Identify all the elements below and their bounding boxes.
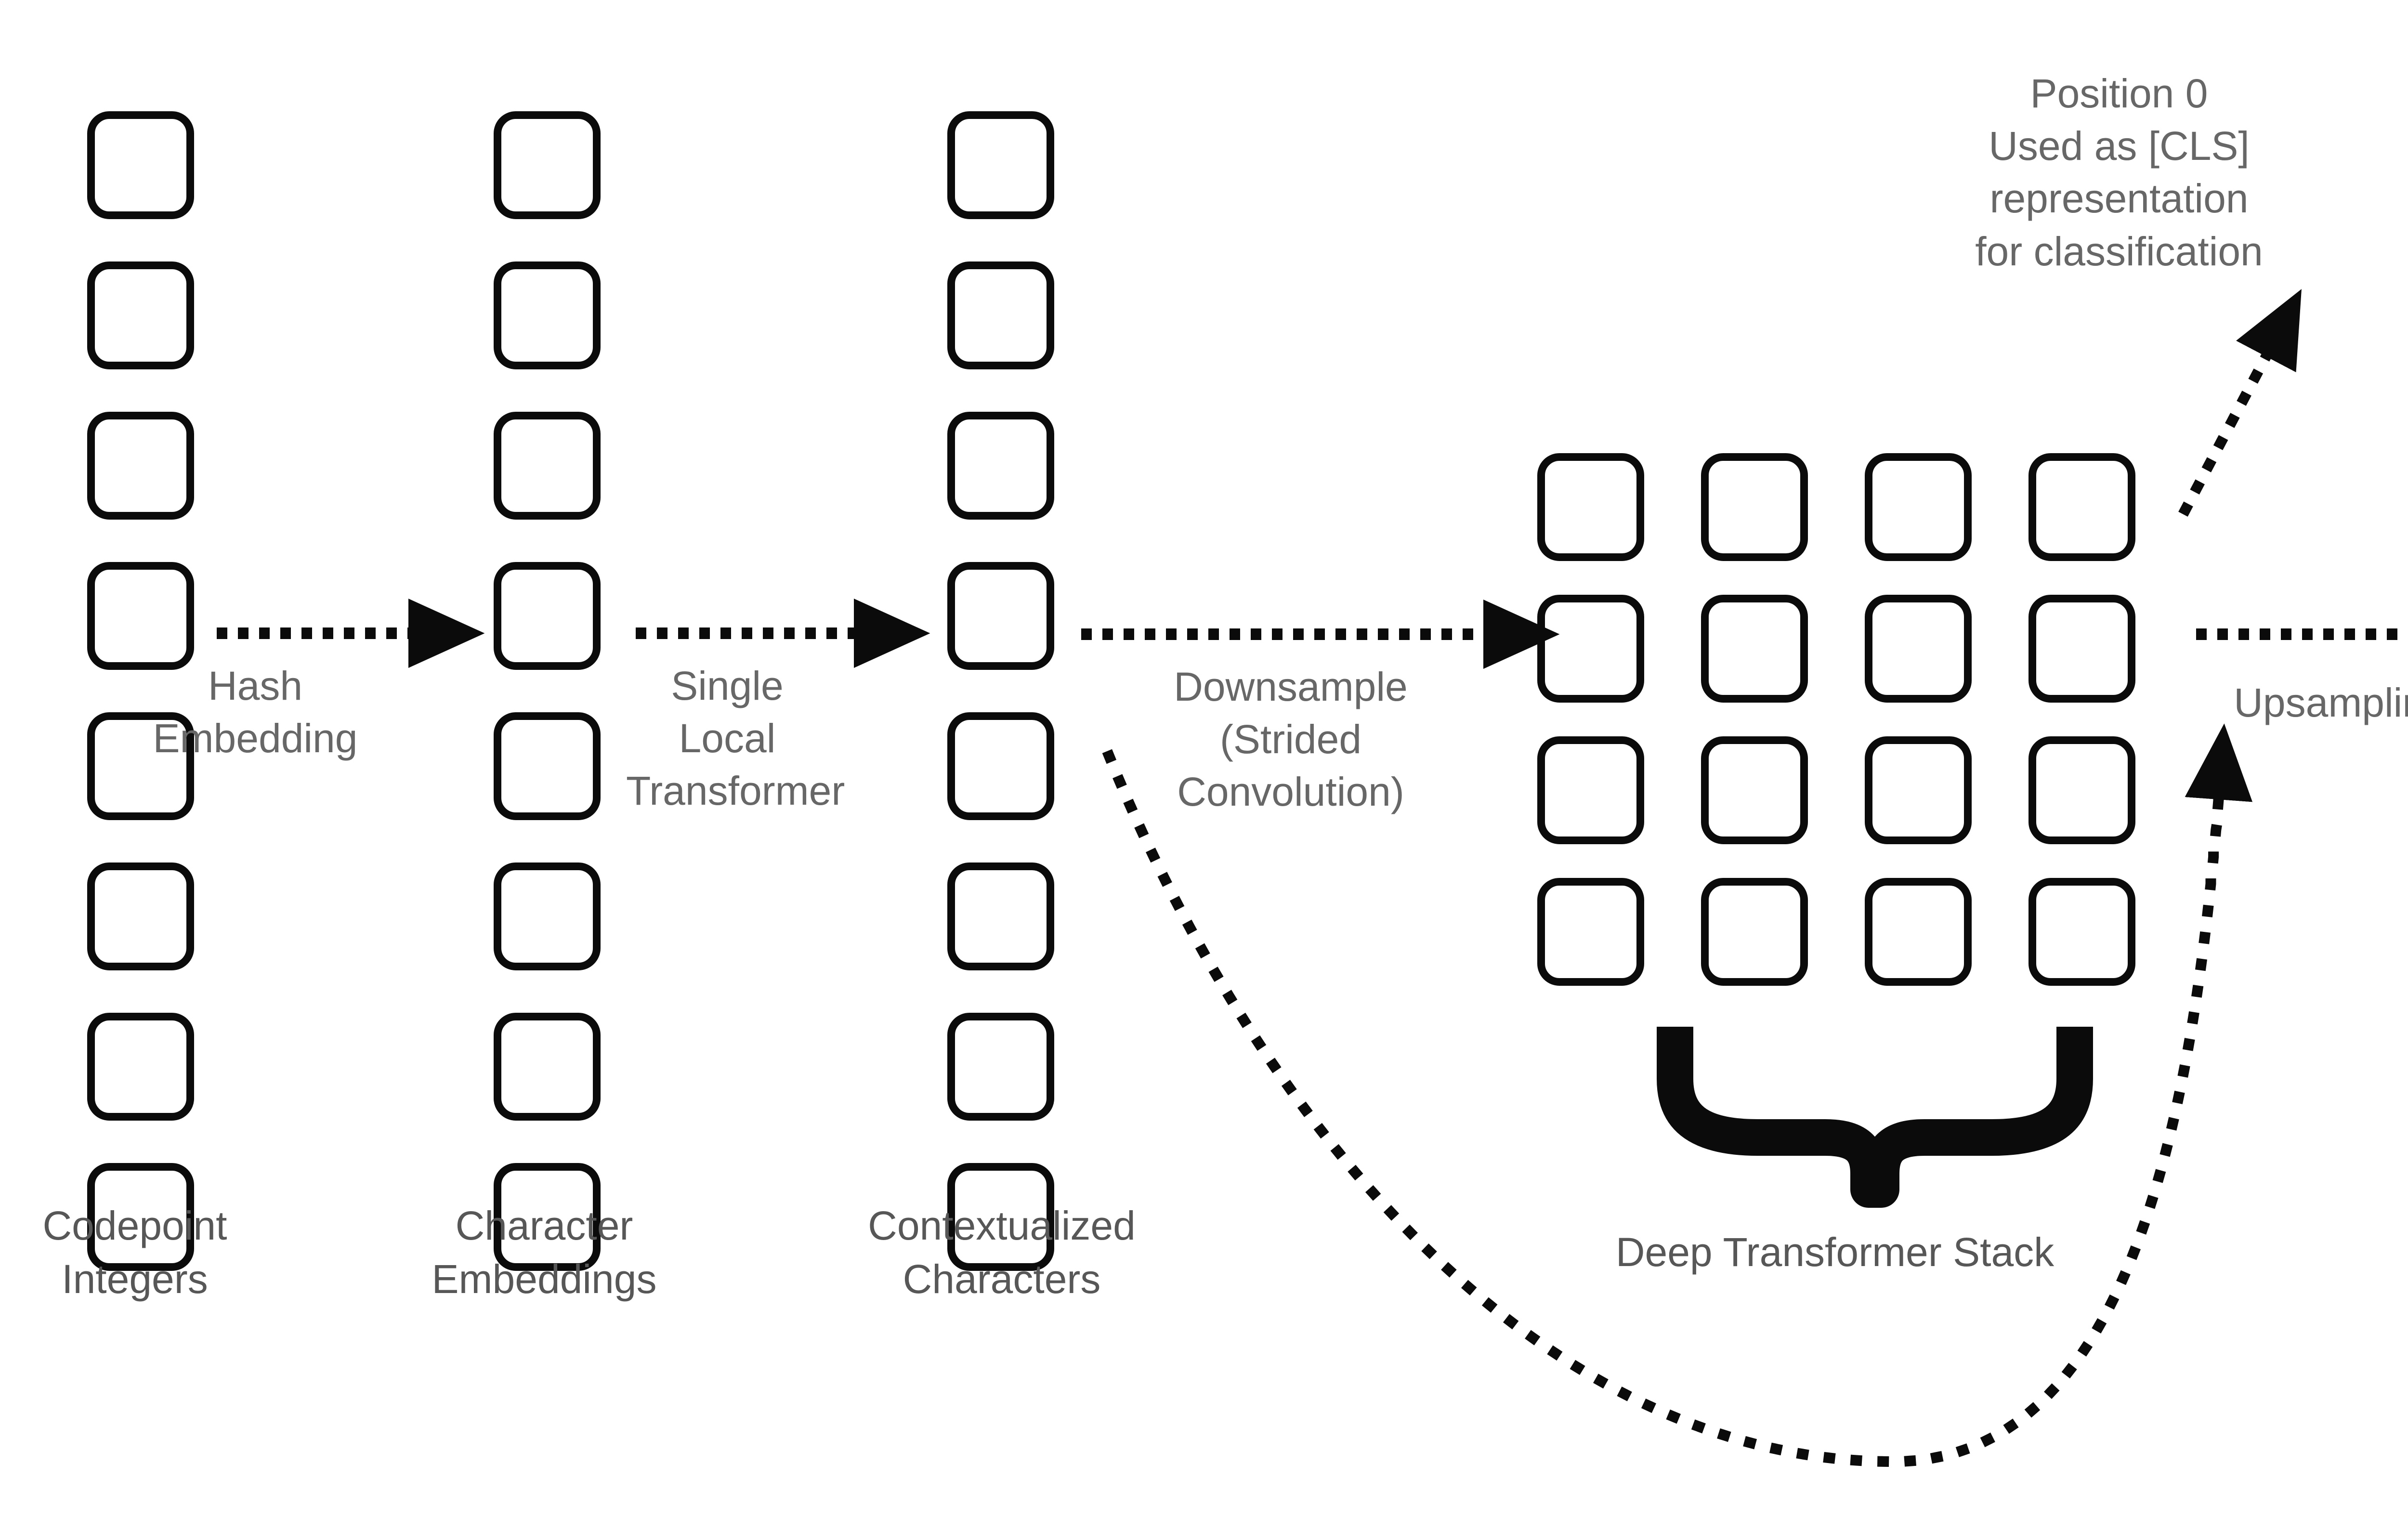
cell-deep-transformer-stack: [1865, 736, 1972, 844]
cell-contextualized-characters: [947, 1163, 1054, 1271]
cell-deep-transformer-stack: [1537, 878, 1644, 986]
cell-deep-transformer-stack: [1865, 453, 1972, 561]
cell-codepoint-integers: [87, 1013, 194, 1121]
cell-deep-transformer-stack: [1701, 878, 1808, 986]
cell-deep-transformer-stack: [2028, 736, 2135, 844]
cell-deep-transformer-stack: [2028, 878, 2135, 986]
cell-contextualized-characters: [947, 111, 1054, 219]
arrow-label-upsampling: Upsampling: [2234, 680, 2408, 725]
column-label-character-embeddings: Character Embeddings: [432, 1203, 657, 1302]
cell-codepoint-integers: [87, 712, 194, 820]
cell-contextualized-characters: [947, 1013, 1054, 1121]
cell-character-embeddings: [494, 562, 601, 670]
cell-deep-transformer-stack: [2028, 595, 2135, 703]
cell-deep-transformer-stack: [1537, 736, 1644, 844]
cell-character-embeddings: [494, 1163, 601, 1271]
cell-character-embeddings: [494, 412, 601, 520]
cell-deep-transformer-stack: [1701, 453, 1808, 561]
arrow-label-single-local-transformer: Single Local Transformer: [626, 663, 845, 814]
cell-codepoint-integers: [87, 111, 194, 219]
cell-character-embeddings: [494, 1013, 601, 1121]
cls-pointer-arrow: [2178, 289, 2302, 517]
cell-codepoint-integers: [87, 261, 194, 369]
cell-contextualized-characters: [947, 712, 1054, 820]
column-label-codepoint-integers: Codepoint Integers: [42, 1203, 227, 1302]
straight-arrow-group: [217, 599, 2408, 669]
grid-label-deep-transformer-stack: Deep Transformer Stack: [1615, 1229, 2055, 1275]
cls-annotation: Position 0 Used as [CLS] representation …: [1975, 71, 2263, 274]
cell-deep-transformer-stack: [1701, 595, 1808, 703]
deep-stack-brace: [1657, 1027, 2093, 1208]
cell-codepoint-integers: [87, 863, 194, 970]
cell-deep-transformer-stack: [1865, 595, 1972, 703]
cell-deep-transformer-stack: [2028, 453, 2135, 561]
cell-codepoint-integers: [87, 562, 194, 670]
cell-codepoint-integers: [87, 412, 194, 520]
cell-deep-transformer-stack: [1537, 453, 1644, 561]
cell-contextualized-characters: [947, 412, 1054, 520]
cell-character-embeddings: [494, 111, 601, 219]
cell-character-embeddings: [494, 712, 601, 820]
cell-codepoint-integers: [87, 1163, 194, 1271]
cell-contextualized-characters: [947, 261, 1054, 369]
column-label-contextualized-characters: Contextualized Characters: [868, 1203, 1136, 1302]
cell-deep-transformer-stack: [1701, 736, 1808, 844]
cell-contextualized-characters: [947, 863, 1054, 970]
arrow-label-hash-embedding: Hash Embedding: [153, 663, 358, 761]
arrow-label-downsample: Downsample (Strided Convolution): [1174, 664, 1408, 815]
cell-contextualized-characters: [947, 562, 1054, 670]
cell-deep-transformer-stack: [1865, 878, 1972, 986]
cell-character-embeddings: [494, 261, 601, 369]
cell-character-embeddings: [494, 863, 601, 970]
